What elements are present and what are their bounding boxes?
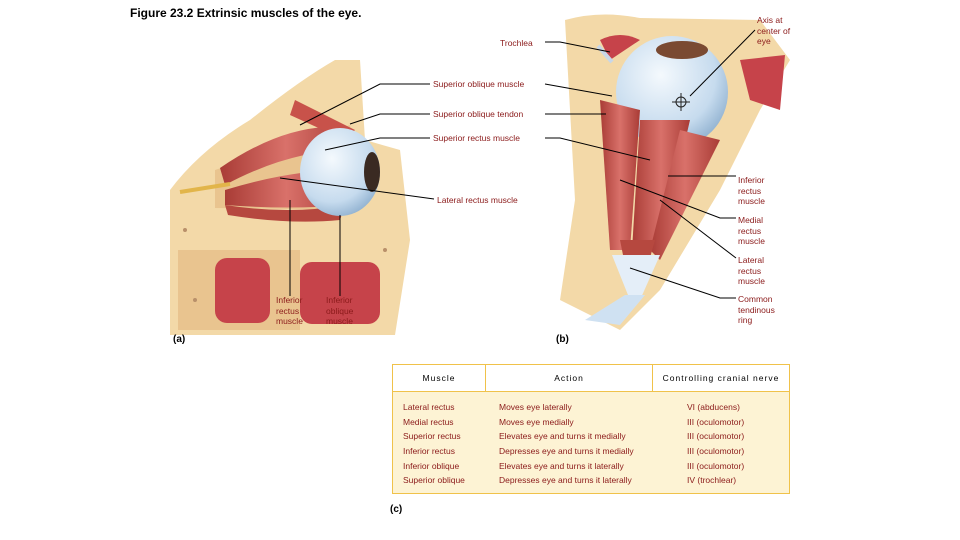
table-row: Lateral rectus Moves eye laterally VI (a… [393,402,789,416]
panel-c-tag: (c) [390,504,403,515]
panel-b-illustration [560,14,790,330]
label-common-tendinous-ring: Common tendinous ring [738,294,775,326]
cell-action: Depresses eye and turns it laterally [499,475,632,485]
cell-nerve: VI (abducens) [687,402,740,412]
table-row: Inferior rectus Depresses eye and turns … [393,446,789,460]
cell-nerve: III (oculomotor) [687,446,745,456]
table-row: Superior rectus Elevates eye and turns i… [393,431,789,445]
cell-muscle: Superior rectus [403,431,461,441]
label-trochlea: Trochlea [500,38,533,48]
table-row: Inferior oblique Elevates eye and turns … [393,461,789,475]
cell-action: Elevates eye and turns it laterally [499,461,624,471]
cell-action: Moves eye laterally [499,402,572,412]
figure-title: Figure 23.2 Extrinsic muscles of the eye… [130,6,362,20]
panel-a-illustration [170,60,410,335]
cell-nerve: III (oculomotor) [687,417,745,427]
label-lateral-rectus-muscle-a: Lateral rectus muscle [437,195,518,205]
table-row: Medial rectus Moves eye medially III (oc… [393,417,789,431]
label-medial-rectus-muscle: Medial rectus muscle [738,215,765,247]
label-superior-oblique-tendon: Superior oblique tendon [433,109,524,119]
cell-action: Depresses eye and turns it medially [499,446,634,456]
label-inferior-oblique-muscle: Inferior oblique muscle [326,295,354,327]
panel-a-tag: (a) [173,334,186,345]
cell-muscle: Lateral rectus [403,402,455,412]
header-action: Action [554,373,584,383]
cell-muscle: Inferior oblique [403,461,460,471]
cell-muscle: Superior oblique [403,475,465,485]
label-inferior-rectus-muscle-a: Inferior rectus muscle [276,295,303,327]
table-header: Muscle Action Controlling cranial nerve [393,365,789,392]
cell-action: Elevates eye and turns it medially [499,431,626,441]
cell-nerve: III (oculomotor) [687,431,745,441]
cell-nerve: IV (trochlear) [687,475,737,485]
table-row: Superior oblique Depresses eye and turns… [393,475,789,489]
muscle-action-table: Muscle Action Controlling cranial nerve … [392,364,790,494]
label-superior-rectus-muscle: Superior rectus muscle [433,133,520,143]
label-inferior-rectus-muscle-b: Inferior rectus muscle [738,175,765,207]
header-muscle: Muscle [422,373,456,383]
label-axis-center-eye: Axis at center of eye [757,15,791,47]
cell-muscle: Inferior rectus [403,446,455,456]
cell-nerve: III (oculomotor) [687,461,745,471]
header-nerve: Controlling cranial nerve [662,373,780,383]
leader-lines [279,29,756,299]
cell-muscle: Medial rectus [403,417,454,427]
label-lateral-rectus-muscle-b: Lateral rectus muscle [738,255,765,287]
cell-action: Moves eye medially [499,417,574,427]
label-superior-oblique-muscle: Superior oblique muscle [433,79,525,89]
panel-b-tag: (b) [556,334,569,345]
